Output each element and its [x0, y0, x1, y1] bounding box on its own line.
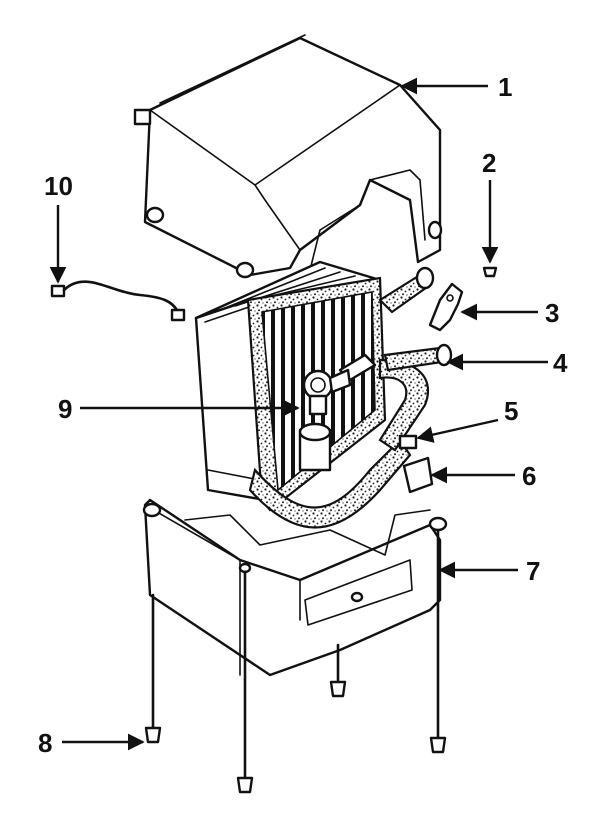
refrigerant-pipes [298, 266, 453, 472]
callout-4: 4 [553, 348, 568, 378]
callout-labels: 1 2 3 4 5 6 7 8 9 10 [38, 72, 568, 758]
callout-7: 7 [526, 556, 540, 586]
thermistor-sensor [50, 280, 186, 322]
screw-mid-left [236, 570, 254, 794]
clip [398, 434, 418, 450]
callout-3: 3 [545, 298, 559, 328]
lower-screws [144, 528, 447, 794]
leader-lines [49, 77, 548, 751]
screw-center [329, 643, 347, 698]
screw-right [429, 528, 447, 754]
callout-8: 8 [38, 728, 52, 758]
upper-case [133, 34, 443, 279]
callout-6: 6 [522, 461, 536, 491]
expansion-valve [302, 368, 352, 416]
bracket [428, 282, 464, 332]
leader-5 [416, 418, 499, 443]
evaporator-core [194, 260, 412, 529]
seal-pad [402, 456, 434, 494]
callout-9: 9 [58, 394, 72, 424]
screw-left [144, 593, 162, 744]
callout-1: 1 [498, 72, 512, 102]
lower-case [142, 498, 448, 677]
callout-2: 2 [482, 148, 496, 178]
callout-10: 10 [44, 171, 73, 201]
callout-5: 5 [504, 396, 518, 426]
screw [482, 266, 498, 278]
